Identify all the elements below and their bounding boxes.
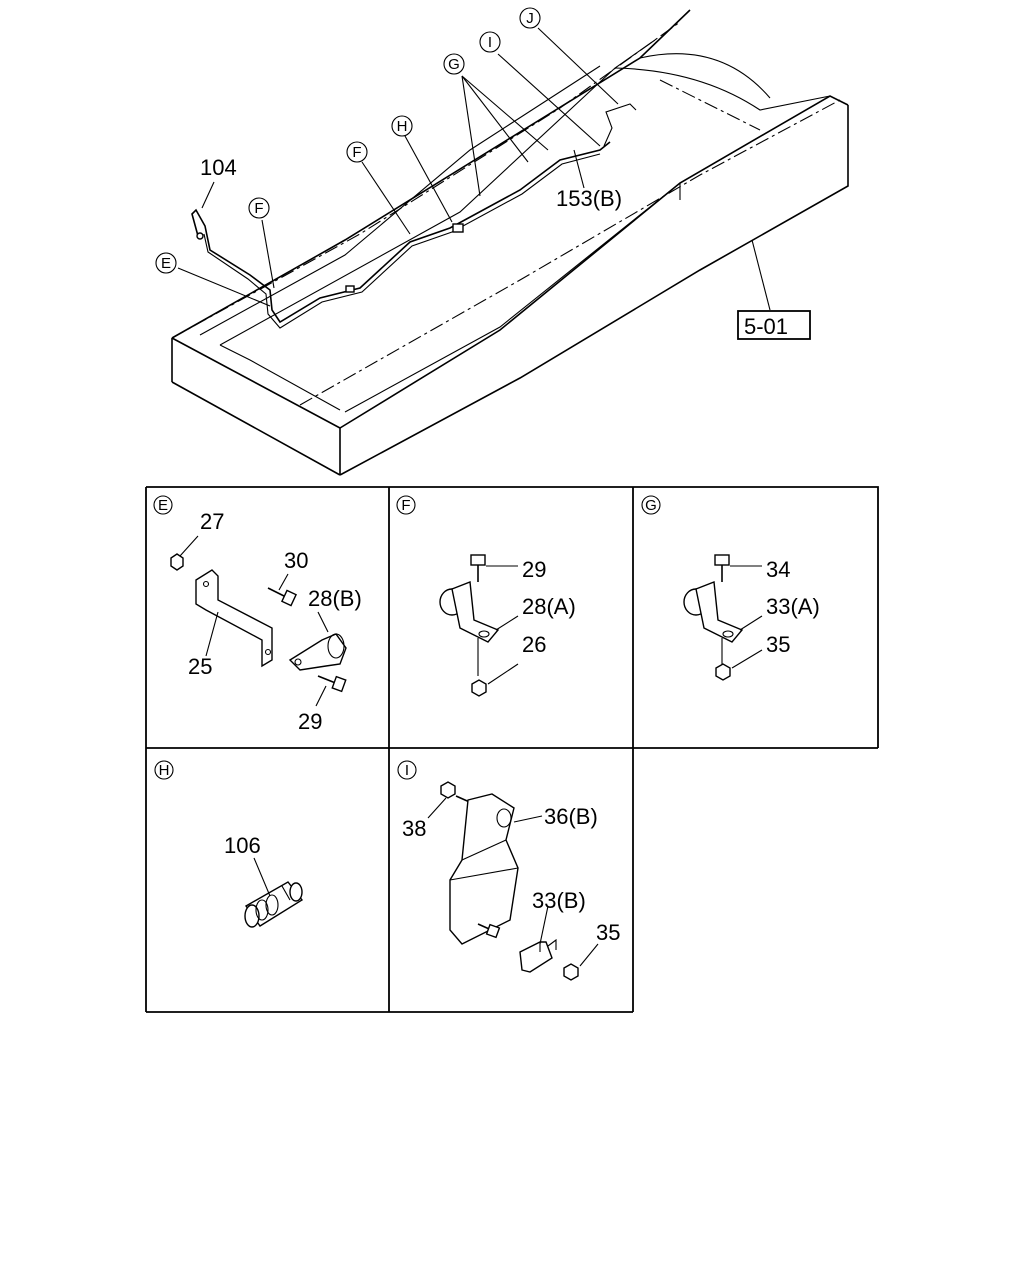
marker-g: G <box>443 53 465 75</box>
panel-e-marker: E <box>153 495 173 515</box>
panel-h-marker: H <box>154 760 174 780</box>
bolt-34 <box>714 554 730 582</box>
panel-f-marker: F <box>396 495 416 515</box>
frame-rail-drawing <box>171 9 849 476</box>
clamp-33a <box>683 581 744 643</box>
clip-33b <box>519 938 557 973</box>
marker-f-mid: F <box>346 141 368 163</box>
label-38: 38 <box>402 816 426 841</box>
marker-h: H <box>391 115 413 137</box>
label-106: 106 <box>224 833 261 858</box>
marker-f-left: F <box>248 197 270 219</box>
panel-g-marker: G <box>641 495 661 515</box>
svg-text:E: E <box>161 255 171 272</box>
svg-text:G: G <box>645 497 657 514</box>
svg-text:I: I <box>405 762 409 779</box>
bolt-29-e <box>317 675 347 693</box>
detail-panel-h: H 106 <box>154 760 304 928</box>
nut-35-g <box>715 663 731 681</box>
clamp-28a <box>439 581 500 643</box>
label-28b: 28(B) <box>308 586 362 611</box>
label-25: 25 <box>188 654 212 679</box>
callout-104: 104 <box>200 155 237 180</box>
svg-text:I: I <box>488 34 492 51</box>
detail-panel-e: E 27 30 28(B) 25 29 <box>153 495 362 734</box>
detail-panel-g: G 34 33(A) 35 <box>641 495 820 681</box>
label-33a: 33(A) <box>766 594 820 619</box>
connector-106 <box>244 881 304 928</box>
bolt-29-f <box>470 554 486 582</box>
label-33b: 33(B) <box>532 888 586 913</box>
label-26: 26 <box>522 632 546 657</box>
svg-text:E: E <box>158 497 168 514</box>
svg-text:F: F <box>401 497 410 514</box>
clamp-28b <box>288 611 347 671</box>
svg-text:H: H <box>159 762 170 779</box>
detail-panel-f: F 29 28(A) 26 <box>396 495 576 697</box>
nut-38 <box>440 781 456 799</box>
label-28a: 28(A) <box>522 594 576 619</box>
label-27: 27 <box>200 509 224 534</box>
nut-27 <box>170 553 184 571</box>
svg-text:G: G <box>448 56 460 73</box>
detail-grid <box>145 486 879 1013</box>
marker-i: I <box>479 31 501 53</box>
svg-text:H: H <box>397 118 408 135</box>
overview-leaders <box>177 27 771 311</box>
bracket-36b <box>449 793 519 945</box>
bolt-30 <box>267 587 297 607</box>
svg-text:J: J <box>526 10 534 27</box>
panel-i-marker: I <box>397 760 417 780</box>
reference-box-5-01: 5-01 <box>737 310 811 340</box>
nut-26 <box>471 679 487 697</box>
label-34: 34 <box>766 557 790 582</box>
nut-35-i <box>563 963 579 981</box>
marker-j: J <box>519 7 541 29</box>
label-29-f: 29 <box>522 557 546 582</box>
svg-text:F: F <box>352 144 361 161</box>
bracket-25 <box>195 569 273 668</box>
label-36b: 36(B) <box>544 804 598 829</box>
callout-153b: 153(B) <box>556 186 622 211</box>
detail-panel-i: I 38 36(B) 33(B) 35 <box>397 760 620 981</box>
marker-e: E <box>155 252 177 274</box>
label-35-g: 35 <box>766 632 790 657</box>
svg-text:5-01: 5-01 <box>744 314 788 339</box>
label-30: 30 <box>284 548 308 573</box>
label-35-i: 35 <box>596 920 620 945</box>
svg-text:F: F <box>254 200 263 217</box>
pipe-routing <box>191 103 637 329</box>
label-29-e: 29 <box>298 709 322 734</box>
